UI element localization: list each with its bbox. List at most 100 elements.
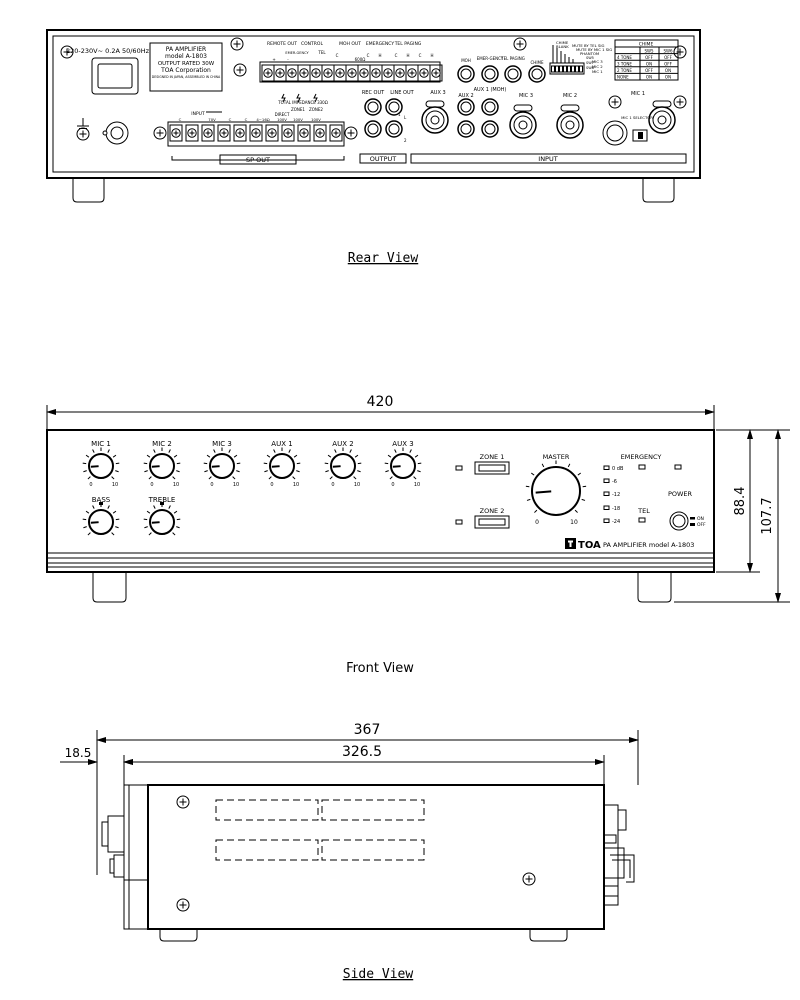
direct-zone-label: DIRECT [275,112,290,117]
dip-cell [579,65,583,73]
ac-inlet-socket [97,63,133,89]
dial-tick [357,462,362,465]
terminal-strip [167,121,345,147]
front-foot-left [92,572,127,603]
screw-icon [608,95,622,109]
knob-pointer [271,465,280,468]
dial-tick [389,476,393,480]
dial-tick [85,454,90,458]
meter-led [603,478,610,483]
dial-tick [112,454,117,458]
aux2-jack [457,120,475,138]
chime-table-head: SW5 [644,48,653,53]
sp-out-label: SP OUT [246,156,270,164]
screw-icon [513,37,527,51]
rotary-knob-icon[interactable] [143,502,181,536]
dial-tick [115,470,119,473]
dip-cell [571,65,575,73]
dial-tick [296,470,300,473]
tb-bottom-label: 70V [208,117,216,122]
front-view-caption: Front View [346,661,414,676]
tel-led [638,517,646,523]
dip-cell [551,65,555,73]
dial-max: 10 [354,482,360,488]
output-box [359,153,407,164]
dial-tick [176,526,180,529]
line-out-label: LINE OUT [390,90,414,96]
chime-table-title: CHIME [639,42,654,48]
dial-tick [394,449,397,453]
chime-table-cell: 3 TONE [617,62,632,67]
dial-tick [146,510,151,514]
rotary-knob-icon[interactable] [525,460,587,516]
terminal-cell [297,124,311,142]
aux2-jack [457,98,475,116]
chime-jack [528,65,546,83]
dial-max: 10 [173,482,179,488]
dip-label: MUTE BY TEL SIG [572,43,604,48]
dial-tick [574,509,578,513]
rotary-knob-icon[interactable] [82,502,120,536]
dial-tick [173,454,178,458]
knob-profile [109,858,115,874]
dial-tick [417,462,422,465]
center-detent [160,502,164,505]
mic3-label: MIC 3 [519,93,533,99]
latch [652,100,672,108]
dip-cell [567,65,571,73]
aux2-label: AUX 2 [458,93,473,99]
fuse-mark [102,130,108,136]
terminal-cell [265,124,279,142]
dip-cell [563,65,567,73]
dial-tick [534,509,538,513]
zone1-button[interactable] [474,461,510,475]
knob-label: MIC 2 [152,440,172,448]
chime-table-cell: OFF [645,55,653,60]
zone2-button[interactable] [474,515,510,529]
rotary-knob-icon[interactable] [82,447,120,480]
zone2-button-grip [478,518,506,526]
rca-label: MOH [461,58,471,63]
dial-tick [115,518,120,521]
dial-tick [384,462,389,465]
direct-zone-label: ZONE2 [309,107,323,112]
chime-table-cell: 4 TONE [617,55,632,60]
power-button[interactable] [669,511,689,531]
aux1-jack [481,120,499,138]
tb-letter: C [395,53,398,58]
mic1-selector-jack-inner [606,124,624,142]
tel-paging-jack [504,65,522,83]
rear-terminal [612,859,631,878]
dial-max: 10 [112,482,118,488]
dip-label: CHIME [556,40,569,45]
dial-tick [387,454,392,458]
rotary-knob-icon[interactable] [384,447,422,480]
toa-logo-icon [565,538,576,549]
rotary-knob-icon[interactable] [263,447,301,480]
dial-max: 10 [233,482,239,488]
dial-tick [168,505,171,509]
dial-tick [87,532,91,536]
sw-label: SW5 [586,56,594,60]
ohm600-label: 600Ω [355,57,366,62]
dial-tick [112,510,117,514]
channel-mark: 1 [398,112,401,117]
screw-icon [233,63,247,77]
rotary-knob-icon[interactable] [203,447,241,480]
rear-foot-right [642,178,675,203]
power-state: OFF [697,522,706,528]
mic2-xlr-jack [556,111,584,139]
sp-out-bracket [171,156,345,161]
tb-bottom-label: 4~16Ω [256,117,269,122]
front-panel-edge [123,784,149,930]
screw-icon [176,898,190,912]
dial-tick [334,449,337,453]
rotary-knob-icon[interactable] [324,447,362,480]
center-detent [99,502,103,505]
front-foot-right [637,572,672,603]
knob-body [209,453,235,479]
channel-mark: L [404,115,407,120]
rotary-knob-icon[interactable] [143,447,181,480]
dial-tick [292,476,296,480]
knob-pointer [332,465,341,468]
